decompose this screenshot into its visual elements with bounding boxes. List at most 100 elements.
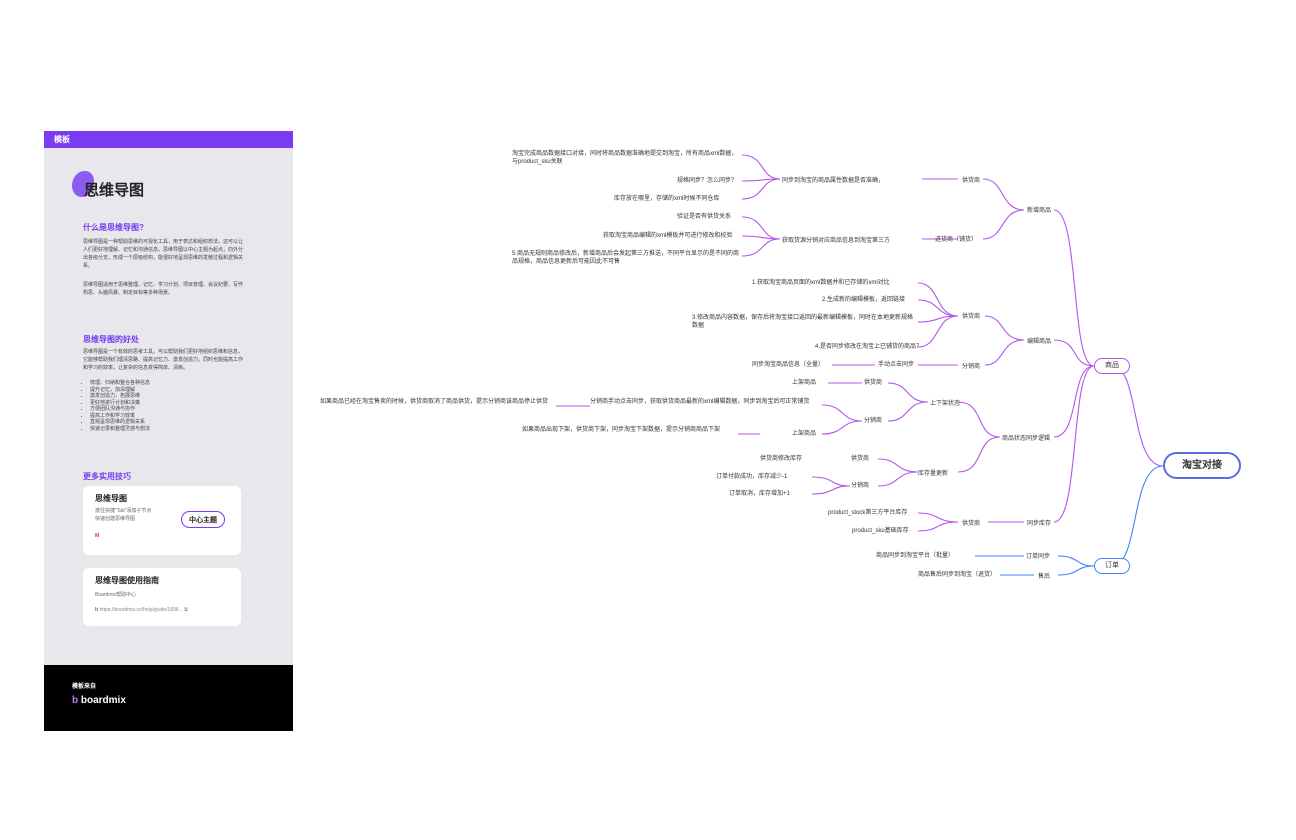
connector-line bbox=[877, 471, 919, 487]
label-text: product_stock第三方平台库存 bbox=[828, 510, 908, 516]
boardmix-icon: b bbox=[72, 695, 81, 706]
connector-line bbox=[741, 238, 781, 257]
label-text: 如果商品已经在淘宝售卖的时候，供货商取消了商品供货，提示分销商该商品停止供货 bbox=[320, 399, 549, 405]
list-item: 直观呈现思维的逻辑关系 bbox=[90, 419, 250, 426]
connector-line bbox=[1053, 209, 1095, 367]
connector-line bbox=[741, 154, 781, 180]
connector-line bbox=[982, 209, 1025, 240]
list-item: 激发创造力，拓展思维 bbox=[90, 393, 250, 400]
node-distributor: 分销商 bbox=[851, 483, 870, 489]
connector-line bbox=[811, 476, 851, 487]
connector-line bbox=[1053, 365, 1095, 438]
node-supplier[interactable]: 供货商 bbox=[962, 314, 981, 320]
label-text: 3.修改商品内容数据，保存后将淘宝接口返回的最新编辑模板，同时在本地更新规格数据 bbox=[692, 315, 914, 329]
section-title-benefits: 思维导图的好处 bbox=[83, 335, 139, 344]
list-item: 提高工作和学习效率 bbox=[90, 413, 250, 420]
connector-line bbox=[1111, 465, 1164, 567]
tip-card-mindmap[interactable]: 思维导图 按住快捷“Tab”添加子节点 快速创建思维导图 中心主题 M bbox=[83, 486, 241, 555]
connector-line bbox=[982, 178, 1025, 211]
list-item: 梳理、归纳和整合各种信息 bbox=[90, 380, 250, 387]
branch-node-goods[interactable]: 商品 bbox=[1094, 358, 1130, 374]
label-text: 2.生成新的编辑模板，返回链接 bbox=[822, 297, 906, 303]
central-topic-pill[interactable]: 中心主题 bbox=[181, 511, 225, 528]
connector-line bbox=[917, 512, 959, 523]
label-text: 5.商品无规则商品修改后，新增商品后会发起第三方推送，不同平台显示的是不同的商品… bbox=[512, 251, 740, 265]
card-text: 按住快捷“Tab”添加子节点 bbox=[95, 508, 152, 514]
panel-header: 模板 bbox=[44, 131, 293, 148]
panel-footer: 模板来自 b boardmix bbox=[44, 665, 293, 731]
node-new-goods[interactable]: 新增商品 bbox=[1027, 208, 1052, 214]
node-distributor: 分销商 bbox=[864, 418, 883, 424]
label-text: 获取货源分销对应商品信息到淘宝第三方 bbox=[780, 235, 893, 244]
node-after-sale[interactable]: 售后 bbox=[1038, 574, 1051, 580]
root-node[interactable]: 淘宝对接 bbox=[1163, 452, 1241, 479]
guide-link[interactable]: b https://boardmix.cn/help/guide/1696...… bbox=[95, 607, 188, 613]
label-text: 上架商品 bbox=[792, 431, 817, 437]
label-text: 订单付款成功，库存减少-1 bbox=[716, 474, 788, 480]
node-shelf-status[interactable]: 上下架状态 bbox=[930, 401, 961, 407]
tip-card-guide[interactable]: 思维导图使用指南 Boardmix帮助中心 b https://boardmix… bbox=[83, 568, 241, 626]
boardmix-icon: b bbox=[95, 607, 99, 613]
connector-line bbox=[917, 521, 959, 532]
connector-line bbox=[811, 485, 851, 495]
card-title: 思维导图使用指南 bbox=[95, 576, 159, 585]
node-stock-update[interactable]: 库存量更新 bbox=[918, 471, 949, 477]
connector-line bbox=[984, 315, 1025, 341]
connector-line bbox=[1053, 339, 1095, 367]
template-panel: 模板 思维导图 什么是思维导图? 思维导图是一种帮助思维的可视化工具，用于表达和… bbox=[44, 131, 293, 731]
connector-line bbox=[821, 420, 863, 435]
connector-line bbox=[917, 299, 959, 317]
label-text: product_sku基础库存 bbox=[852, 528, 909, 534]
connector-line bbox=[957, 436, 1001, 473]
node-supplier: 供货商 bbox=[851, 456, 870, 462]
connector-line bbox=[1053, 365, 1095, 523]
label-text: 供货商修改库存 bbox=[760, 456, 803, 462]
footer-brand: boardmix bbox=[80, 695, 126, 706]
connector-line bbox=[917, 282, 959, 317]
card-text: 快速创建思维导图 bbox=[95, 516, 136, 522]
node-edit-goods[interactable]: 编辑商品 bbox=[1027, 339, 1052, 345]
node-supplier[interactable]: 供货商 bbox=[962, 178, 981, 184]
mindmap-logo-icon bbox=[72, 171, 94, 197]
connector-line bbox=[1057, 555, 1095, 567]
connector-line bbox=[917, 315, 959, 348]
label-text: 商品售后同步到淘宝（退货） bbox=[918, 572, 997, 578]
list-item: 提升记忆，加深理解 bbox=[90, 387, 250, 394]
footer-label: 模板来自 bbox=[72, 684, 97, 690]
label-text: 4.是否同步修改在淘宝上已铺货的商品？ bbox=[815, 344, 923, 350]
label-text: 验证是否有供货关系 bbox=[677, 214, 732, 220]
label-text: 淘宝完成商品数据接口对接，同时将商品数据准确地提交到淘宝，所有商品xml数据，与… bbox=[512, 151, 738, 165]
panel-title: 思维导图 bbox=[84, 182, 145, 199]
label-text: 1.获取淘宝商品页面的xml数据并和已存储的xml对比 bbox=[752, 280, 890, 286]
label-text: 订单取消，库存增加+1 bbox=[729, 491, 790, 497]
label-text: 规格同步？怎么同步？ bbox=[677, 178, 738, 184]
label-text: 手动点击同步 bbox=[878, 362, 915, 368]
connector-line bbox=[984, 339, 1025, 366]
connector-line bbox=[1111, 365, 1164, 467]
boardmix-logo: b boardmix bbox=[72, 695, 126, 706]
connector-line bbox=[1057, 565, 1095, 576]
card-text: Boardmix帮助中心 bbox=[95, 592, 137, 598]
section-paragraph: 思维导图适用于思维整理、记忆、学习计划、项目管理、会议纪要、写作构思、头脑风暴、… bbox=[83, 282, 244, 296]
key-icon: M bbox=[95, 533, 100, 539]
external-link-icon: ⧉ bbox=[184, 607, 188, 613]
connector-line bbox=[887, 382, 929, 403]
connector-line bbox=[957, 401, 1001, 438]
label-text: 分销商手动点击同步，获取供货商品最新的xml编辑数据，同步到淘宝后可正常铺货 bbox=[590, 399, 810, 405]
node-stock-sync[interactable]: 同步库存 bbox=[1027, 521, 1052, 527]
node-distributor[interactable]: 进货商（铺货） bbox=[935, 237, 978, 243]
connector-line bbox=[741, 178, 781, 200]
label-text: 同步淘宝商品信息（全量） bbox=[752, 362, 825, 368]
connector-line bbox=[877, 458, 919, 473]
section-paragraph: 思维导图是一个有效的思考工具，可以帮助我们更好地组织思维和信息，它能够帮助我们理… bbox=[83, 349, 244, 371]
node-distributor[interactable]: 分销商 bbox=[962, 364, 981, 370]
branch-node-orders[interactable]: 订单 bbox=[1094, 558, 1130, 574]
node-status-sync[interactable]: 商品状态同步逻辑 bbox=[1002, 436, 1051, 442]
guide-url: https://boardmix.cn/help/guide/1696... bbox=[99, 607, 183, 613]
node-order-sync[interactable]: 订单同步 bbox=[1026, 554, 1051, 560]
label-text: 库存放在哪里，存储的xml时候不同仓库 bbox=[614, 196, 720, 202]
node-supplier[interactable]: 供货商 bbox=[962, 521, 981, 527]
label-text: 上架商品 bbox=[792, 380, 817, 386]
list-item: 方便团队沟通与协作 bbox=[90, 406, 250, 413]
